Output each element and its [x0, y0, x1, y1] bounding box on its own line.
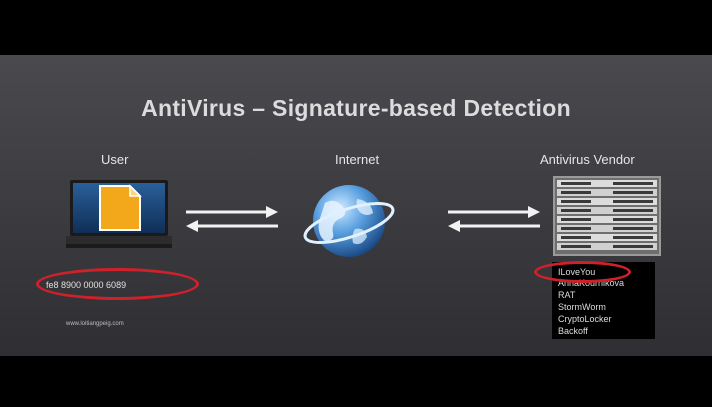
signature-highlight-oval — [534, 261, 631, 283]
internet-label: Internet — [335, 152, 380, 167]
globe-icon — [303, 185, 395, 257]
slide-title: AntiVirus – Signature-based Detection — [141, 95, 571, 121]
website-credit: www.loitiangpeig.com — [66, 321, 124, 327]
antivirus-vendor-label: Antivirus Vendor — [540, 152, 635, 167]
hash-highlight-oval — [36, 268, 199, 300]
laptop-icon — [66, 180, 172, 248]
user-label: User — [101, 152, 129, 167]
document-icon — [99, 184, 142, 231]
double-arrow-icon — [448, 206, 540, 232]
list-item: RAT — [558, 290, 576, 300]
list-item: AnnaKournikova — [558, 278, 625, 288]
list-item: Backoff — [558, 326, 588, 336]
list-item: CryptoLocker — [558, 314, 612, 324]
double-arrow-icon — [186, 206, 278, 232]
list-item: StormWorm — [558, 302, 606, 312]
server-rack-icon — [553, 176, 661, 256]
presentation-slide: AntiVirus – Signature-based Detection Us… — [0, 55, 712, 356]
